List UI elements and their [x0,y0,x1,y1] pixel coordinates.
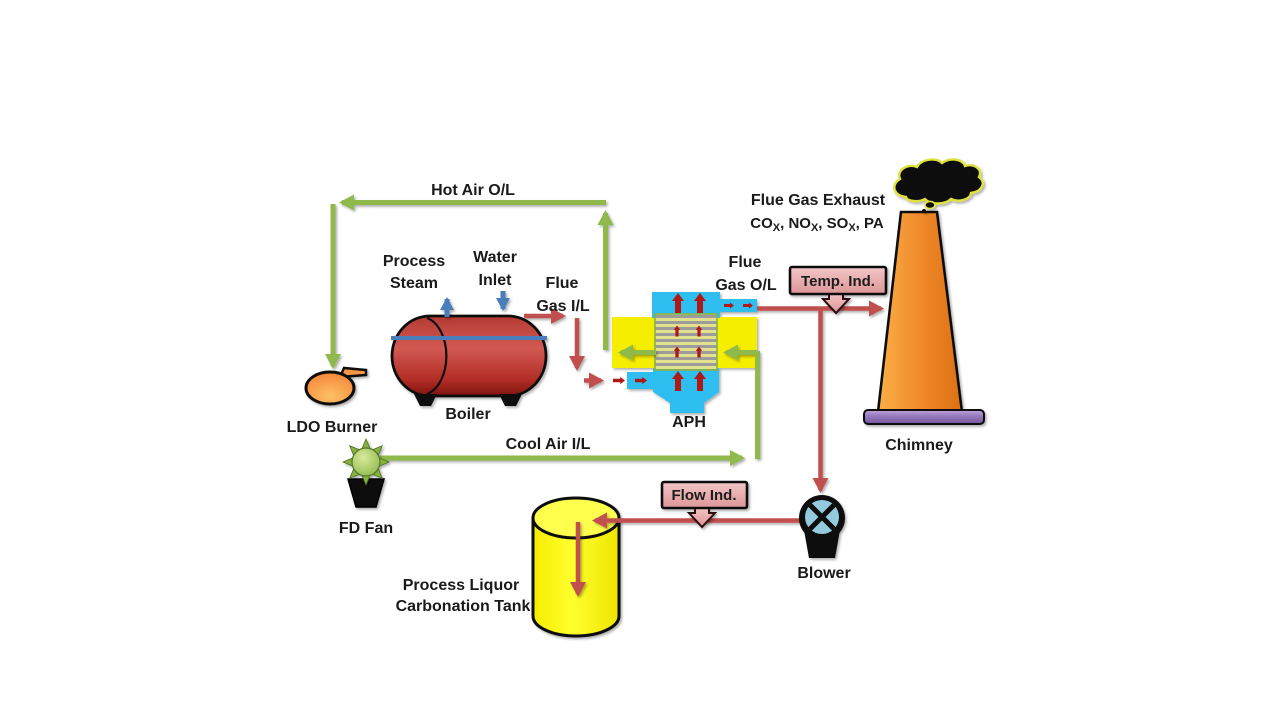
flue-gas-il-label-1: Flue [546,275,579,292]
air-circuit-lines [325,194,760,466]
water-inlet-label-1: Water [473,249,517,266]
water-steam-lines [440,291,510,317]
hot-air-ol-label: Hot Air O/L [431,182,515,199]
boiler [390,314,548,406]
fd-fan-hub [351,447,381,477]
boiler-foot [499,394,522,406]
chimney-base [863,409,985,425]
flue-gas-exhaust-label: Flue Gas Exhaust [751,192,886,209]
aph-duct-yellow-right [717,317,757,368]
flow-indicator-pointer [686,506,718,529]
aph-bottom-hopper [653,368,719,413]
flue-gas-il-label-2: Gas I/L [536,298,590,315]
aph-label: APH [672,414,706,431]
aph-duct-yellow-left [612,317,655,368]
flue-gas-ol-label-1: Flue [729,254,762,271]
flow-indicator-label: Flow Ind. [672,487,737,504]
tank-label-1: Process Liquor [403,577,519,594]
flow-indicator-box [660,480,749,510]
fd-fan-pot [347,478,385,508]
chimney-label: Chimney [885,437,953,454]
labels: Hot Air O/L Process Steam Water Inlet Fl… [287,182,953,615]
tank-label-2: Carbonation Tank [396,598,531,615]
fd-fan [342,438,390,486]
boiler-shell [390,314,548,398]
exhaust-species-label: COX, NOX, SOX, PA [750,215,884,234]
temp-indicator-label: Temp. Ind. [801,273,875,290]
temp-indicator: Temp. Ind. [788,265,888,315]
burner-body [304,370,356,406]
boiler-label: Boiler [445,406,490,423]
flow-indicator: Flow Ind. [660,480,749,529]
aph-heat-exchanger-core [654,313,718,371]
process-steam-label-1: Process [383,253,445,270]
blower-base [804,530,840,558]
process-steam-label-2: Steam [390,275,438,292]
chimney-stack [876,210,964,414]
smoke-tail-dot [922,209,926,213]
chimney [863,210,985,425]
temp-indicator-box [788,265,888,296]
aph-outlet-duct [720,299,757,312]
smoke-tail [924,200,936,210]
water-inlet-label-2: Inlet [479,272,513,289]
blower-cross-line [808,503,836,531]
boiler-endcap-line [426,316,448,396]
blower-label: Blower [797,565,850,582]
boiler-foot [414,394,437,406]
smoke-puff [893,158,984,205]
ldo-burner-label: LDO Burner [287,419,378,436]
fd-fan-label: FD Fan [339,520,393,537]
smoke-cloud [893,158,984,213]
flue-gas-ol-label-2: Gas O/L [715,277,777,294]
cool-air-il-label: Cool Air I/L [506,436,591,453]
blower [799,495,845,558]
